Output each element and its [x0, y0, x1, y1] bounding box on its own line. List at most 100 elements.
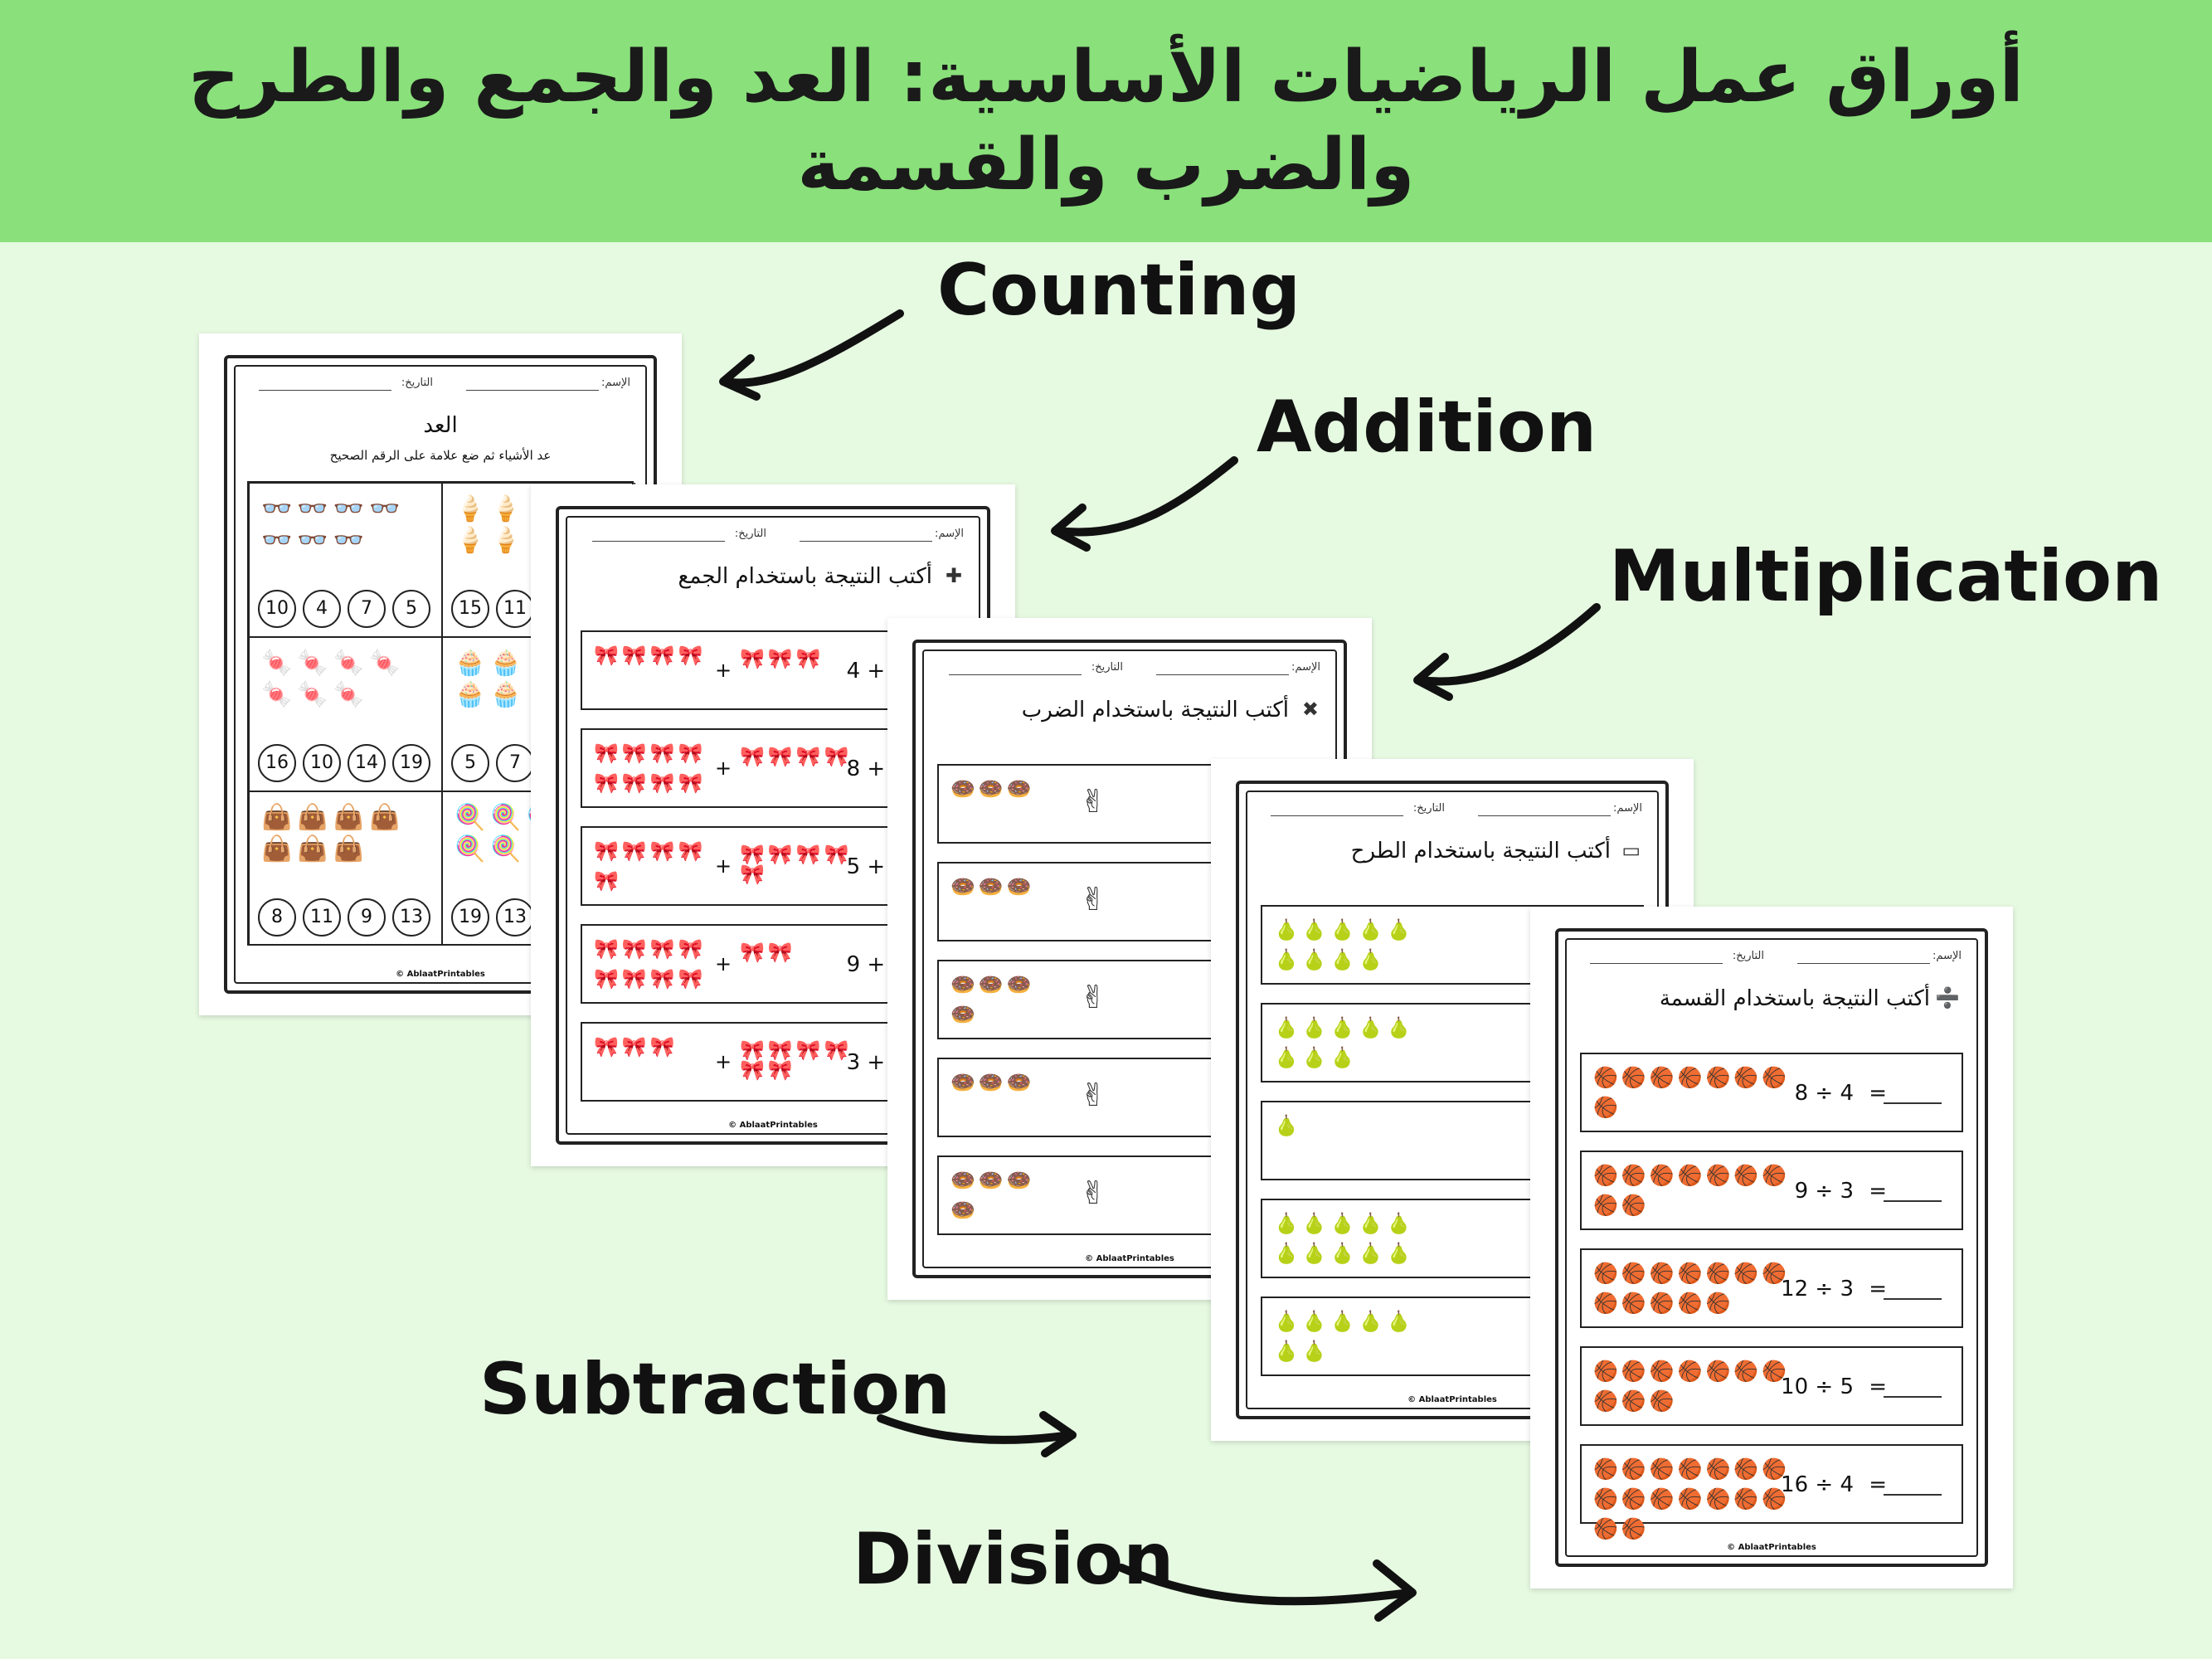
basketball-icon: 🏀🏀🏀🏀🏀🏀🏀🏀🏀	[1593, 1164, 1791, 1217]
equals-sign: =	[1869, 1277, 1887, 1301]
callout-subtraction: Subtraction	[479, 1348, 951, 1431]
equals-sign: =	[1869, 1472, 1887, 1497]
answer-blank[interactable]	[1884, 1298, 1942, 1300]
equation-row: 🏀🏀🏀🏀🏀🏀🏀🏀8 ÷ 4=	[1580, 1053, 1963, 1132]
number-choice[interactable]: 7	[348, 590, 386, 628]
bow-icon: 🎀🎀🎀	[740, 647, 824, 670]
date-line	[592, 541, 725, 542]
pear-icon: 🍐🍐🍐🍐🍐🍐🍐🍐🍐	[1274, 918, 1415, 971]
number-choice[interactable]: 4	[303, 590, 341, 628]
hand-counting-icon: ✌	[1080, 1175, 1106, 1211]
brand-label: © AblaatPrintables	[396, 970, 485, 979]
sheet-border	[1555, 928, 1988, 1567]
bow-icon: 🎀🎀🎀🎀🎀	[740, 843, 853, 886]
brand-label: © AblaatPrintables	[1085, 1254, 1174, 1263]
page-title: العد	[423, 413, 458, 438]
callout-addition: Addition	[1257, 386, 1597, 469]
number-choice[interactable]: 8	[258, 898, 296, 937]
arrow-multiplication-icon	[1413, 603, 1601, 701]
bow-icon: 🎀🎀🎀	[594, 1035, 678, 1058]
callout-multiplication: Multiplication	[1609, 535, 2163, 618]
bow-icon: 🎀🎀🎀🎀	[740, 745, 853, 768]
equation-row: 🏀🏀🏀🏀🏀🏀🏀🏀🏀🏀10 ÷ 5=	[1580, 1346, 1963, 1426]
number-choice[interactable]: 11	[303, 898, 341, 937]
equation-text: 9 ÷ 3	[1794, 1179, 1854, 1204]
banner-title-line-2: والضرب والقسمة	[797, 124, 1415, 207]
bow-icon: 🎀🎀🎀🎀	[594, 644, 707, 667]
callout-counting: Counting	[937, 249, 1301, 332]
number-choice[interactable]: 9	[348, 898, 386, 937]
arrow-addition-icon	[1051, 456, 1238, 552]
answer-blank[interactable]	[1884, 1102, 1942, 1104]
equation-row: 🏀🏀🏀🏀🏀🏀🏀🏀🏀9 ÷ 3 =	[1580, 1151, 1963, 1230]
divide-icon: ➗	[1935, 986, 1960, 1010]
date-line	[949, 674, 1082, 675]
date-label: التاريخ:	[1732, 950, 1764, 962]
brand-label: © AblaatPrintables	[1727, 1543, 1816, 1552]
basketball-icon: 🏀🏀🏀🏀🏀🏀🏀🏀🏀🏀🏀🏀🏀🏀🏀🏀	[1593, 1457, 1791, 1540]
pear-icon: 🍐🍐🍐🍐🍐🍐🍐	[1274, 1310, 1415, 1363]
date-label: التاريخ:	[1412, 802, 1445, 815]
number-choice[interactable]: 10	[258, 590, 296, 628]
date-label: التاريخ:	[401, 377, 433, 389]
plus-sign: +	[715, 659, 732, 682]
page-title: أكتب النتيجة باستخدام القسمة	[1659, 986, 1930, 1011]
equals-sign: =	[1869, 1179, 1887, 1204]
date-line	[1590, 963, 1723, 964]
number-choice[interactable]: 10	[303, 744, 341, 782]
number-choice[interactable]: 19	[392, 744, 430, 782]
answer-blank[interactable]	[1884, 1396, 1942, 1398]
arrow-counting-icon	[719, 309, 904, 401]
page-title: أكتب النتيجة باستخدام الجمع	[678, 564, 932, 589]
equation-row: 🏀🏀🏀🏀🏀🏀🏀🏀🏀🏀🏀🏀12 ÷ 3=	[1580, 1248, 1963, 1328]
equation-text: 8 ÷ 4	[1794, 1081, 1854, 1106]
number-choice[interactable]: 15	[451, 590, 489, 628]
donut-icon: 🍩🍩🍩🍩	[950, 1169, 1035, 1222]
donut-icon: 🍩🍩🍩	[950, 777, 1035, 800]
date-label: التاريخ:	[1091, 661, 1123, 674]
bow-icon: 🎀🎀🎀🎀🎀🎀🎀🎀	[594, 742, 707, 795]
name-line	[800, 541, 932, 542]
brand-label: © AblaatPrintables	[728, 1121, 818, 1130]
number-choice[interactable]: 13	[496, 898, 534, 937]
date-line	[1271, 815, 1403, 816]
plus-icon: ✚	[945, 564, 962, 587]
number-choice[interactable]: 7	[496, 744, 534, 782]
minus-icon: ▭	[1621, 839, 1641, 862]
instruction-text: عد الأشياء ثم ضع علامة على الرقم الصحيح	[329, 448, 552, 463]
bow-icon: 🎀🎀	[740, 941, 796, 964]
basketball-icon: 🏀🏀🏀🏀🏀🏀🏀🏀	[1593, 1066, 1791, 1119]
number-choice[interactable]: 19	[451, 898, 489, 937]
hand-counting-icon: ✌	[1080, 1077, 1106, 1113]
pear-icon: 🍐🍐🍐🍐🍐🍐🍐🍐🍐🍐	[1274, 1212, 1415, 1265]
page-title: أكتب النتيجة باستخدام الضرب	[1021, 698, 1289, 722]
answer-blank[interactable]	[1884, 1200, 1942, 1202]
number-choice[interactable]: 16	[258, 744, 296, 782]
name-line	[1156, 674, 1289, 675]
donut-icon: 🍩🍩🍩	[950, 1071, 1035, 1094]
donut-icon: 🍩🍩🍩	[950, 875, 1035, 898]
number-choice[interactable]: 11	[496, 590, 534, 628]
candy-icon: 🍬🍬🍬🍬 🍬🍬🍬	[261, 649, 406, 709]
number-choice[interactable]: 5	[451, 744, 489, 782]
name-label: الإسم:	[1932, 950, 1962, 962]
name-label: الإسم:	[1613, 802, 1642, 815]
answer-blank[interactable]	[1884, 1494, 1942, 1496]
pear-icon: 🍐🍐🍐🍐🍐🍐🍐🍐	[1274, 1016, 1415, 1069]
date-label: التاريخ:	[734, 528, 766, 540]
page-title: أكتب النتيجة باستخدام الطرح	[1350, 839, 1611, 864]
name-label: الإسم:	[601, 377, 630, 389]
plus-sign: +	[715, 952, 732, 975]
name-line	[466, 390, 599, 391]
glasses-icon: 👓👓👓👓 👓👓👓	[261, 494, 406, 555]
equation-text: 16 ÷ 4	[1781, 1472, 1854, 1497]
date-line	[259, 390, 391, 391]
number-choice[interactable]: 14	[348, 744, 386, 782]
number-choice[interactable]: 5	[392, 590, 430, 628]
number-choice[interactable]: 13	[392, 898, 430, 937]
plus-sign: +	[715, 854, 732, 878]
